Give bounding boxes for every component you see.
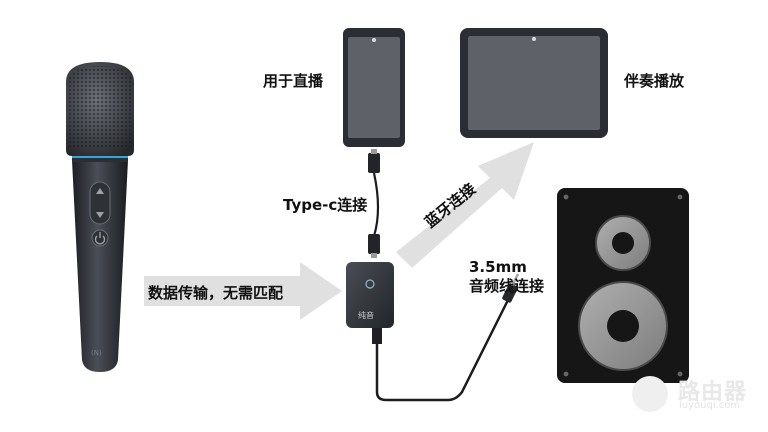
aux-cable xyxy=(375,273,520,402)
label-aux-connection: 3.5mm 音频线连接 xyxy=(469,258,544,296)
label-live-streaming: 用于直播 xyxy=(263,72,324,90)
label-accompaniment: 伴奏播放 xyxy=(624,72,685,90)
bluetooth-arrow xyxy=(396,142,534,268)
phone-camera-icon xyxy=(372,38,376,42)
adapter-indicator-icon xyxy=(365,279,375,289)
label-data-transfer: 数据传输，无需匹配 xyxy=(148,284,284,302)
watermark-name: 路由器 xyxy=(678,380,748,405)
microphone: (N) xyxy=(66,62,134,372)
audio-adapter: 纯音 xyxy=(346,262,394,344)
watermark-domain: luyouqi.com xyxy=(679,400,741,411)
data-transfer-arrow xyxy=(144,262,342,320)
nfc-icon: (N) xyxy=(91,349,102,357)
label-aux-line2: 音频线连接 xyxy=(469,277,545,295)
speaker xyxy=(557,188,689,383)
volume-up-icon xyxy=(96,188,104,194)
label-typec: Type-c连接 xyxy=(283,196,368,214)
tablet xyxy=(460,28,608,138)
adapter-brand: 纯音 xyxy=(358,310,374,320)
watermark: 路由器 luyouqi.com xyxy=(626,374,754,414)
watermark-logo-icon xyxy=(632,376,668,412)
power-icon xyxy=(94,235,106,245)
volume-down-icon xyxy=(96,212,104,218)
phone xyxy=(343,28,405,147)
label-aux-line1: 3.5mm xyxy=(469,258,527,276)
typec-cable xyxy=(368,149,380,258)
tablet-camera-icon xyxy=(532,37,536,41)
